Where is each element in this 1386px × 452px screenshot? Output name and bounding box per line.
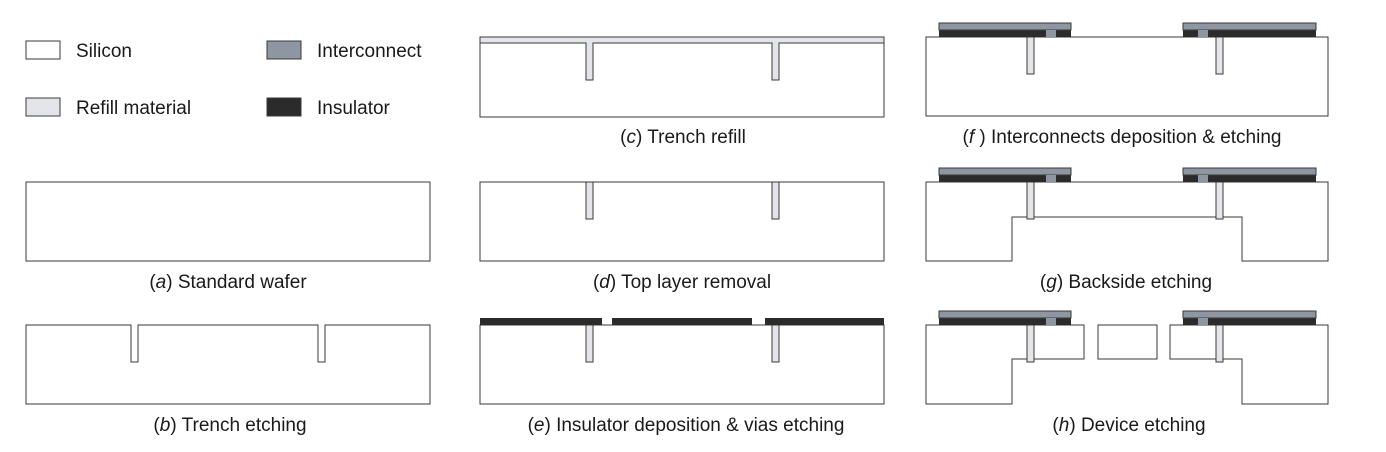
refilled-trench-right [1215,324,1224,363]
legend: Silicon Interconnect Refill material Ins… [25,40,422,119]
wafer-silicon [25,181,431,262]
interconnect-left [938,22,1072,31]
insulator-segment-2 [612,318,752,325]
insulator-segment-1 [480,318,602,325]
legend-label-refill: Refill material [76,98,191,119]
insulator-left [939,175,1071,182]
wafer-silicon-trenched [25,324,431,405]
wafer-silicon-backside-etched [925,181,1329,262]
insulator-right [1183,30,1316,37]
interconnect-via-left [1046,30,1056,37]
wafer-silicon [925,36,1329,117]
interconnect-via-left [1046,175,1056,182]
wafer-silicon [479,324,885,405]
legend-swatch-interconnect [266,40,302,60]
insulator-left [939,30,1071,37]
step-e-insulator-deposition: (e) Insulator deposition & vias etching [479,318,885,436]
step-h-device-etching: (h) Device etching [925,310,1329,436]
caption-e: (e) Insulator deposition & vias etching [528,415,845,436]
insulator-right [1183,175,1316,182]
refilled-trench-right [771,324,780,363]
insulator-left [939,318,1071,325]
interconnect-left [938,310,1072,319]
insulator-right [1183,318,1316,325]
interconnect-left [938,167,1072,176]
interconnect-via-right [1198,30,1208,37]
refilled-trench-left [585,324,594,363]
insulator-segment-3 [765,318,884,325]
legend-swatch-silicon [25,40,61,60]
legend-swatch-refill [25,97,61,117]
caption-f: (f ) Interconnects deposition & etching [963,127,1282,148]
interconnect-via-right [1198,175,1208,182]
interconnect-via-right [1198,318,1208,325]
step-g-backside-etching: (g) Backside etching [925,167,1329,293]
wafer-silicon [479,42,885,118]
step-a-standard-wafer: (a) Standard wafer [25,181,431,293]
step-d-top-layer-removal: (d) Top layer removal [479,181,885,293]
legend-label-silicon: Silicon [76,41,132,62]
device-center-mass [1097,324,1158,360]
device-left-anchor [925,324,1085,405]
caption-d: (d) Top layer removal [593,272,771,293]
refilled-trench-left [585,181,594,220]
wafer-silicon [479,181,885,262]
refilled-trench-right [1215,181,1224,220]
step-c-trench-refill: (c) Trench refill [479,36,885,148]
interconnect-via-left [1046,318,1056,325]
legend-swatch-insulator [266,97,302,117]
interconnect-right [1182,310,1317,319]
refill-layer [479,36,885,81]
caption-b: (b) Trench etching [153,415,306,436]
caption-g: (g) Backside etching [1040,272,1212,293]
caption-a: (a) Standard wafer [149,272,307,293]
legend-label-insulator: Insulator [317,98,391,119]
interconnect-right [1182,167,1317,176]
device-right-anchor [1169,324,1329,405]
refilled-trench-left [1026,36,1035,75]
step-f-interconnects: (f ) Interconnects deposition & etching [925,22,1329,148]
step-b-trench-etching: (b) Trench etching [25,324,431,436]
refilled-trench-right [1215,36,1224,75]
refilled-trench-right [771,181,780,220]
legend-label-interconnect: Interconnect [317,41,422,62]
interconnect-right [1182,22,1317,31]
caption-c: (c) Trench refill [620,127,746,148]
refilled-trench-left [1026,324,1035,363]
refilled-trench-left [1026,181,1035,220]
caption-h: (h) Device etching [1052,415,1205,436]
